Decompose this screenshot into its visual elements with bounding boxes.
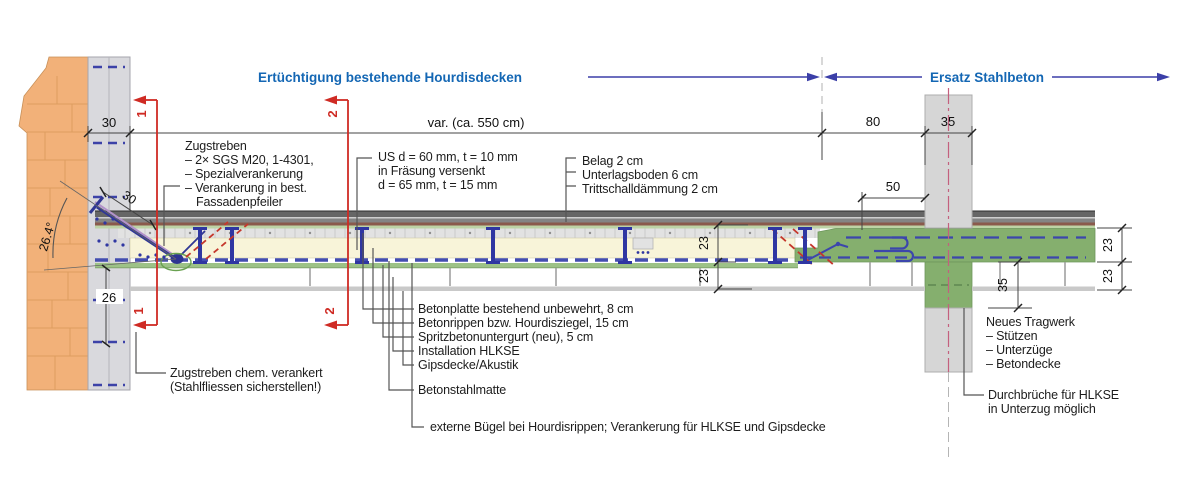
label-floor-buildup-1: Belag 2 cm <box>582 154 643 168</box>
section-marker-2-bottom: 2 <box>322 307 337 314</box>
label-slab-layer-5: Gipsdecke/Akustik <box>418 358 519 372</box>
dim-new-slab-upper-23: 23 <box>1101 238 1115 252</box>
label-durchbrueche-1: Durchbrüche für HLKSE <box>988 388 1119 402</box>
brick-facade-wall <box>18 56 89 391</box>
dim-wall-width: 30 <box>102 115 116 130</box>
label-zugstreben-1: Zugstreben <box>185 139 247 153</box>
label-floor-buildup-2: Unterlagsboden 6 cm <box>582 168 698 182</box>
gypsum-ceiling <box>130 262 1095 291</box>
dim-beam-depth-35: 35 <box>996 278 1010 292</box>
label-neues-tragwerk-2: – Stützen <box>986 329 1038 343</box>
tie-rod-detail <box>43 180 249 272</box>
dim-new-slab-lower-23: 23 <box>1101 269 1115 283</box>
new-concrete-slab <box>771 228 1096 267</box>
dim-bay-80: 80 <box>866 114 880 129</box>
zone-arrows <box>588 72 1170 82</box>
text-labels: Ertüchtigung bestehende Hourdisdecken Er… <box>36 70 1119 434</box>
label-externe-buegel: externe Bügel bei Hourdisrippen; Veranke… <box>430 420 826 434</box>
section-line-2 <box>324 95 349 330</box>
dim-offset-50: 50 <box>886 179 900 194</box>
dim-slab-lower-23: 23 <box>697 269 711 283</box>
heading-replacement-zone: Ersatz Stahlbeton <box>930 70 1044 85</box>
label-betonstahlmatte: Betonstahlmatte <box>418 383 506 397</box>
label-floor-buildup-3: Trittschalldämmung 2 cm <box>582 182 718 196</box>
leader-lines <box>135 157 984 428</box>
label-us-plate-3: d = 65 mm, t = 15 mm <box>378 178 497 192</box>
label-slab-layer-4: Installation HLKSE <box>418 344 520 358</box>
floor-finish-layers <box>95 210 1095 238</box>
section-marker-1-top: 1 <box>134 110 149 117</box>
label-zugstreben-4: – Verankerung in best. <box>185 181 307 195</box>
label-neues-tragwerk-4: – Betondecke <box>986 357 1061 371</box>
top-dimension-chain <box>83 112 977 230</box>
anchor-stirrups <box>193 227 812 264</box>
dim-anchor-26: 26 <box>102 290 116 305</box>
label-slab-layer-1: Betonplatte bestehend unbewehrt, 8 cm <box>418 302 633 316</box>
label-us-plate-2: in Fräsung versenkt <box>378 164 486 178</box>
label-neues-tragwerk-1: Neues Tragwerk <box>986 315 1076 329</box>
dimension-26 <box>96 264 123 348</box>
label-zugstreben-chem-1: Zugstreben chem. verankert <box>170 366 323 380</box>
label-zugstreben-2: – 2× SGS M20, 1-4301, <box>185 153 314 167</box>
section-marker-1-bottom: 1 <box>131 307 146 314</box>
label-neues-tragwerk-3: – Unterzüge <box>986 343 1053 357</box>
section-marker-2-top: 2 <box>325 110 340 117</box>
label-slab-layer-2: Betonrippen bzw. Hourdisziegel, 15 cm <box>418 316 629 330</box>
label-zugstreben-5: Fassadenpfeiler <box>196 195 283 209</box>
heading-retrofit-zone: Ertüchtigung bestehende Hourdisdecken <box>258 70 522 85</box>
label-zugstreben-3: – Spezialverankerung <box>185 167 303 181</box>
label-us-plate-1: US d = 60 mm, t = 10 mm <box>378 150 518 164</box>
dim-slab-upper-23: 23 <box>697 236 711 250</box>
section-line-1 <box>133 95 158 330</box>
right-dimensions <box>713 220 1132 313</box>
dim-span: var. (ca. 550 cm) <box>428 115 525 130</box>
label-slab-layer-3: Spritzbetonuntergurt (neu), 5 cm <box>418 330 593 344</box>
dim-rod-30: 30 <box>120 188 139 207</box>
label-durchbrueche-2: in Unterzug möglich <box>988 402 1096 416</box>
label-zugstreben-chem-2: (Stahlfliessen sicherstellen!) <box>170 380 321 394</box>
existing-hourdis-slab <box>95 237 798 269</box>
dim-column-35: 35 <box>941 114 955 129</box>
